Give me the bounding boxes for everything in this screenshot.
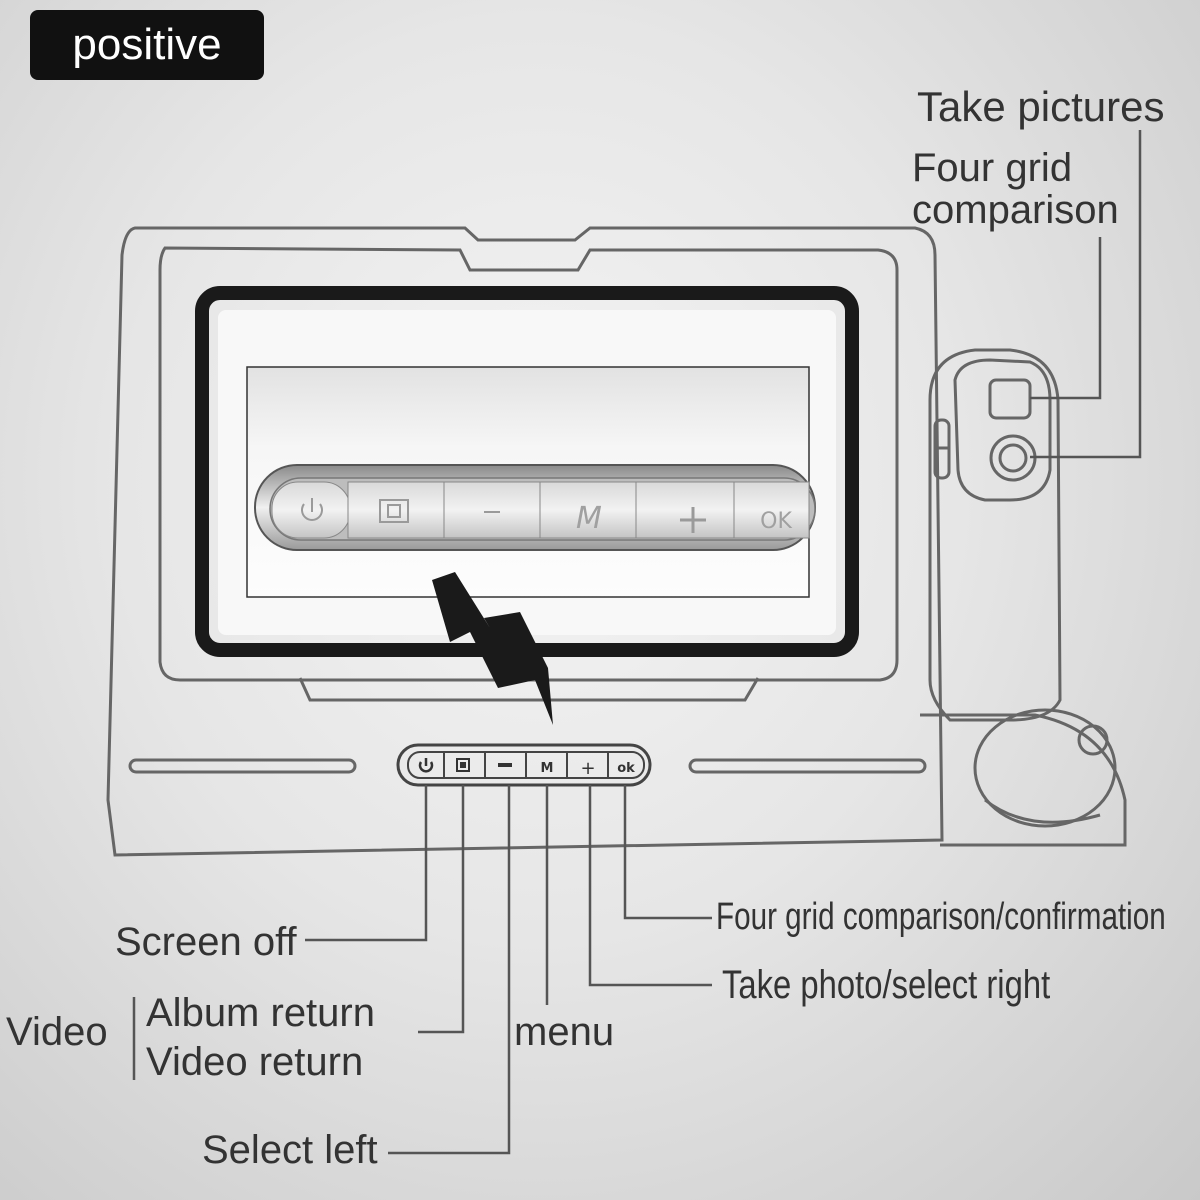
leader-screen-off xyxy=(305,785,428,942)
label-album-return: Album return xyxy=(146,991,375,1035)
leader-lines xyxy=(132,130,1142,1155)
power-icon xyxy=(418,761,434,773)
label-four-grid-line1: Four grid xyxy=(912,146,1073,190)
leader-video xyxy=(418,785,465,1034)
four-grid-icon xyxy=(379,499,409,523)
leader-four-grid-confirm xyxy=(623,785,712,920)
leader-take-photo xyxy=(588,785,712,987)
button-strip: M + ok xyxy=(396,743,652,787)
base-arm xyxy=(920,708,1127,847)
label-screen-off: Screen off xyxy=(115,920,297,964)
label-take-pictures: Take pictures xyxy=(917,83,1165,130)
minus-icon xyxy=(498,763,512,767)
label-video: Video xyxy=(6,1010,108,1054)
label-take-photo-select-right: Take photo/select right xyxy=(722,963,1051,1007)
leader-four-grid-side xyxy=(1030,237,1102,400)
positive-badge: positive xyxy=(30,10,264,80)
ok-icon: OK xyxy=(760,509,792,534)
label-select-left: Select left xyxy=(202,1128,378,1172)
leader-take-pictures xyxy=(1030,130,1142,459)
power-icon xyxy=(301,503,323,521)
label-video-return: Video return xyxy=(146,1040,364,1084)
menu-m-icon: M xyxy=(576,501,602,536)
button-closeup-photo: M OK xyxy=(246,366,816,598)
monitor-body xyxy=(106,226,944,857)
label-four-grid-confirmation: Four grid comparison/confirmation xyxy=(716,896,1166,938)
four-grid-icon xyxy=(456,758,470,772)
leader-select-left xyxy=(388,785,511,1155)
ok-icon: ok xyxy=(617,761,635,776)
four-grid-side-button xyxy=(988,378,1032,420)
label-four-grid-line2: comparison xyxy=(912,188,1119,232)
plus-icon: + xyxy=(580,758,595,779)
menu-m-icon: M xyxy=(541,761,554,776)
label-menu: menu xyxy=(514,1010,615,1054)
camera-shutter-icon xyxy=(989,434,1037,482)
handle-grip xyxy=(928,348,1062,722)
lightning-bolt-icon xyxy=(432,572,553,725)
